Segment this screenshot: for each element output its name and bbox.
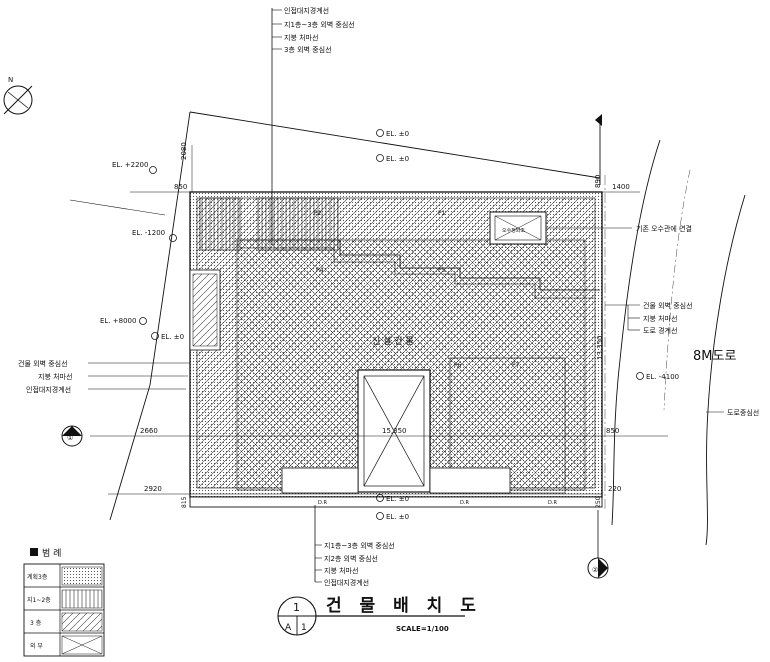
level-left-d: EL. ±0 <box>161 333 184 341</box>
ramp-label-1: D.R <box>318 500 327 506</box>
dim-bot-left-vert: 815 <box>181 496 188 508</box>
section-markers <box>61 425 609 579</box>
dim-right-vert: 13,350 <box>596 336 604 361</box>
bottom-callout-1: 지1층~3층 외벽 중심선 <box>324 541 395 550</box>
right-callout-2: 지붕 처마선 <box>643 314 677 323</box>
section-marker-bottom: ② <box>592 566 598 574</box>
level-left-c: EL. +8000 <box>100 317 136 325</box>
level-bottom2: EL. ±0 <box>386 513 409 521</box>
bottom-callout-2: 지2층 외벽 중심선 <box>324 554 378 563</box>
room-mark-p7: P7 <box>512 362 520 369</box>
top-callout-4: 3층 외벽 중심선 <box>284 45 332 54</box>
leader-lines <box>88 9 724 583</box>
section-marker-left: ① <box>67 434 73 442</box>
dim-left-vert: 2080 <box>180 142 188 160</box>
level-bottom1: EL. ±0 <box>386 495 409 503</box>
drawing-scale: SCALE=1/100 <box>396 625 449 633</box>
left-callout-3: 인접대지경계선 <box>26 385 71 394</box>
dim-mid-right: 850 <box>606 427 619 435</box>
legend-row-4: 외 부 <box>30 643 43 650</box>
road-edges <box>611 139 746 546</box>
room-mark-p1: P1 <box>438 210 446 217</box>
room-mark-p6: P6 <box>454 362 462 369</box>
ramp-label-2: D.R <box>460 500 469 506</box>
ramp-label-3: D.R <box>548 500 557 506</box>
legend-row-1: 계획3층 <box>27 573 48 581</box>
level-markers <box>139 129 644 520</box>
room-mark-p4: P4 <box>316 267 324 274</box>
left-callout-2: 지붕 처마선 <box>38 372 72 381</box>
dim-mid-center: 15,350 <box>382 427 407 435</box>
svg-text:N: N <box>8 76 13 84</box>
arrow-icon <box>595 114 602 126</box>
top-callout-3: 지붕 처마선 <box>284 33 318 42</box>
legend-header: 범 례 <box>42 548 61 559</box>
top-callout-1: 인접대지경계선 <box>284 6 329 15</box>
building-footprint <box>189 191 603 508</box>
top-callout-2: 지1층~3층 외벽 중심선 <box>284 20 355 29</box>
sheet-number-bottom-right: 1 <box>301 623 307 633</box>
sheet-number-bottom-left: A <box>285 623 292 633</box>
right-callout-1: 건물 외벽 중심선 <box>643 301 693 310</box>
north-arrow-icon: N <box>3 76 33 115</box>
dim-bot-left: 2920 <box>144 485 162 493</box>
dim-bot-right-vert: 250 <box>595 496 602 508</box>
bottom-callout-3: 지붕 처마선 <box>324 566 358 575</box>
legend <box>23 548 105 657</box>
road-name: 8M도로 <box>693 349 736 364</box>
center-label: 신 설 건 물 <box>372 336 414 347</box>
room-mark-p2: P2 <box>314 210 322 217</box>
dim-mid-left: 2660 <box>140 427 158 435</box>
level-top1: EL. ±0 <box>386 130 409 138</box>
room-mark-p5: P5 <box>438 267 446 274</box>
left-callout-1: 건물 외벽 중심선 <box>18 359 68 368</box>
level-left-b: EL. -1200 <box>132 229 165 237</box>
title-block <box>277 596 465 636</box>
dim-top-right: 1400 <box>612 183 630 191</box>
legend-row-3: 3 층 <box>30 619 42 627</box>
level-top2: EL. ±0 <box>386 155 409 163</box>
drain-box-label: 오수정화조 <box>502 227 525 234</box>
dim-top-left: 850 <box>174 183 187 191</box>
right-callout-3: 도로 경계선 <box>643 326 677 335</box>
dim-right-top-vert: 890 <box>594 175 602 188</box>
road-centerline: 도로중심선 <box>727 408 759 417</box>
dim-bot-right: 220 <box>608 485 621 493</box>
sheet-number-top: 1 <box>293 601 300 614</box>
grid-lines <box>90 8 668 582</box>
level-left-a: EL. +2200 <box>112 161 148 169</box>
level-right: EL. -4100 <box>646 373 679 381</box>
drain-note: 기존 오수관에 연결 <box>636 224 692 233</box>
legend-row-2: 지1~2층 <box>27 596 51 604</box>
bottom-callout-4: 인접대지경계선 <box>324 578 369 587</box>
drawing-name: 건 물 배 치 도 <box>326 596 482 616</box>
